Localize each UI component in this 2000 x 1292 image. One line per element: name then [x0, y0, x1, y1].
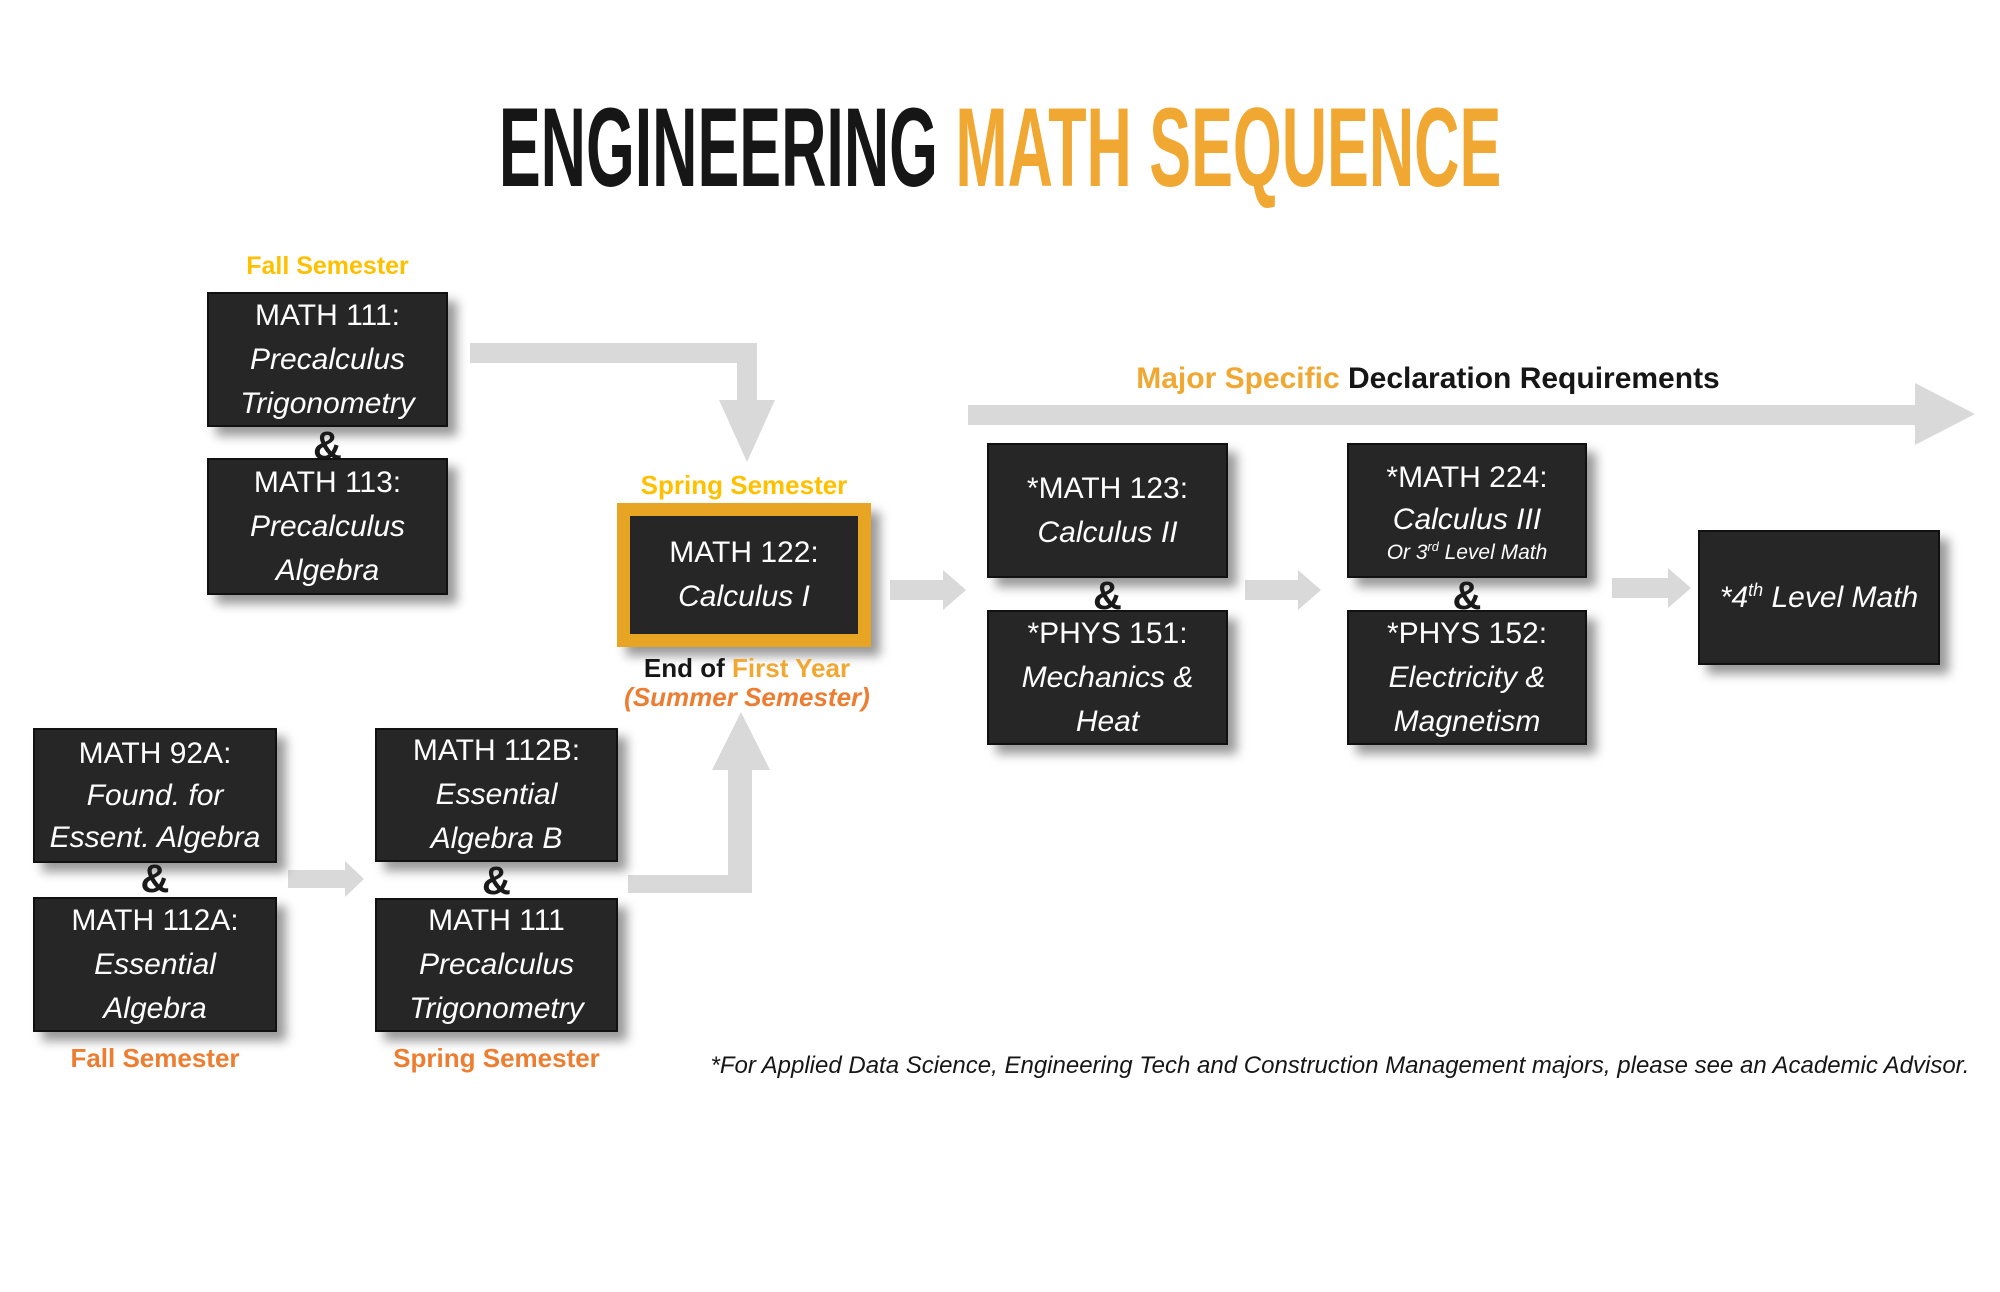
- bottom-spring-semester-label: Spring Semester: [393, 1043, 600, 1073]
- course-name-line: Mechanics &: [1021, 660, 1194, 694]
- course-code: *PHYS 152:: [1386, 616, 1548, 650]
- course-name-line: Electricity &: [1388, 660, 1546, 694]
- course-code: *MATH 123:: [1026, 471, 1189, 505]
- final-text: Level Math: [1763, 580, 1919, 614]
- course-code: MATH 111:: [254, 298, 401, 332]
- course-code: MATH 113:: [253, 465, 402, 499]
- major-declaration-heading: Major Specific Declaration Requirements: [1078, 362, 1778, 396]
- note-text: Or 3: [1386, 540, 1428, 564]
- course-name-line: Essential: [435, 778, 558, 811]
- course-name-line: Calculus I: [678, 580, 810, 613]
- arrow-math111-to-math122-icon: [470, 343, 775, 462]
- arrow-bottom-path-to-summer-icon: [628, 712, 770, 893]
- course-code: *PHYS 151:: [1027, 616, 1188, 650]
- course-code: MATH 112B:: [412, 734, 581, 767]
- box-math-111-spring: MATH 111 Precalculus Trigonometry: [375, 898, 618, 1032]
- end-of-text: End of: [643, 653, 733, 683]
- course-name-line: Algebra: [275, 553, 380, 587]
- course-code: MATH 92A:: [78, 736, 232, 770]
- course-name-line: Essential: [94, 947, 216, 981]
- box-math-113: MATH 113: Precalculus Algebra: [207, 458, 448, 595]
- and-connector: &: [1093, 574, 1122, 618]
- final-sup: th: [1748, 579, 1764, 600]
- course-name-line: Precalculus: [418, 948, 575, 981]
- course-code: MATH 111: [428, 904, 565, 937]
- page-title-black: ENGINEERING: [498, 85, 956, 210]
- note-sup: rd: [1427, 539, 1439, 554]
- course-name-line: Trigonometry: [409, 992, 584, 1025]
- first-year-text: First Year: [732, 653, 851, 683]
- page-title: ENGINEERING MATH SEQUENCE: [0, 92, 2000, 204]
- box-math-123: *MATH 123: Calculus II: [987, 443, 1228, 578]
- box-math-112b: MATH 112B: Essential Algebra B: [375, 728, 618, 862]
- page-title-accent: MATH SEQUENCE: [955, 85, 1502, 210]
- top-fall-semester-label: Fall Semester: [246, 252, 409, 280]
- course-name-line: Trigonometry: [240, 386, 415, 420]
- box-math-112a: MATH 112A: Essential Algebra: [33, 897, 277, 1032]
- course-name-line: *4th Level Math: [1720, 576, 1918, 620]
- box-math-122-highlighted: MATH 122: Calculus I: [617, 503, 871, 647]
- box-4th-level-math: *4th Level Math: [1698, 530, 1940, 665]
- course-name-line: Calculus III: [1392, 502, 1542, 536]
- course-name-line: Algebra: [103, 991, 207, 1025]
- bottom-fall-semester-label: Fall Semester: [70, 1043, 240, 1073]
- and-connector: &: [482, 859, 511, 903]
- course-alt-note: Or 3rd Level Math: [1387, 540, 1548, 566]
- arrow-fall-to-spring-bottom-icon: [288, 861, 364, 897]
- advisor-footnote: *For Applied Data Science, Engineering T…: [710, 1052, 1970, 1079]
- summer-semester-label: (Summer Semester): [624, 682, 870, 712]
- arrow-math122-to-calc2-icon: [890, 570, 966, 610]
- box-phys-152: *PHYS 152: Electricity & Magnetism: [1347, 610, 1587, 745]
- course-name-line: Algebra B: [430, 822, 563, 855]
- course-name-line: Heat: [1075, 704, 1140, 738]
- arrow-calc2-to-calc3-icon: [1245, 570, 1321, 610]
- and-connector: &: [1452, 574, 1482, 618]
- course-name-line: Precalculus: [249, 509, 406, 543]
- course-name-line: Essent. Algebra: [49, 820, 261, 854]
- note-text: Level Math: [1438, 540, 1548, 564]
- box-math-92a: MATH 92A: Found. for Essent. Algebra: [33, 728, 277, 863]
- major-specific-text: Major Specific: [1136, 362, 1348, 395]
- declaration-requirements-text: Declaration Requirements: [1347, 362, 1720, 395]
- course-name-line: Magnetism: [1393, 704, 1541, 738]
- course-code: MATH 112A:: [71, 903, 239, 937]
- arrow-calc3-to-4th-level-icon: [1612, 568, 1691, 608]
- arrow-major-declaration-icon: [968, 383, 1975, 445]
- spring-semester-label: Spring Semester: [640, 470, 848, 500]
- box-math-111-fall: MATH 111: Precalculus Trigonometry: [207, 292, 448, 427]
- final-text: *4: [1719, 580, 1749, 614]
- course-code: *MATH 224:: [1386, 460, 1548, 494]
- course-code: MATH 122:: [669, 536, 819, 569]
- course-name-line: Found. for: [86, 778, 224, 812]
- course-name-line: Precalculus: [249, 342, 406, 376]
- box-phys-151: *PHYS 151: Mechanics & Heat: [987, 610, 1228, 745]
- course-name-line: Calculus II: [1037, 515, 1178, 549]
- and-connector: &: [140, 857, 170, 901]
- box-math-224: *MATH 224: Calculus III Or 3rd Level Mat…: [1347, 443, 1587, 578]
- end-of-first-year-label: End of First Year: [597, 653, 897, 684]
